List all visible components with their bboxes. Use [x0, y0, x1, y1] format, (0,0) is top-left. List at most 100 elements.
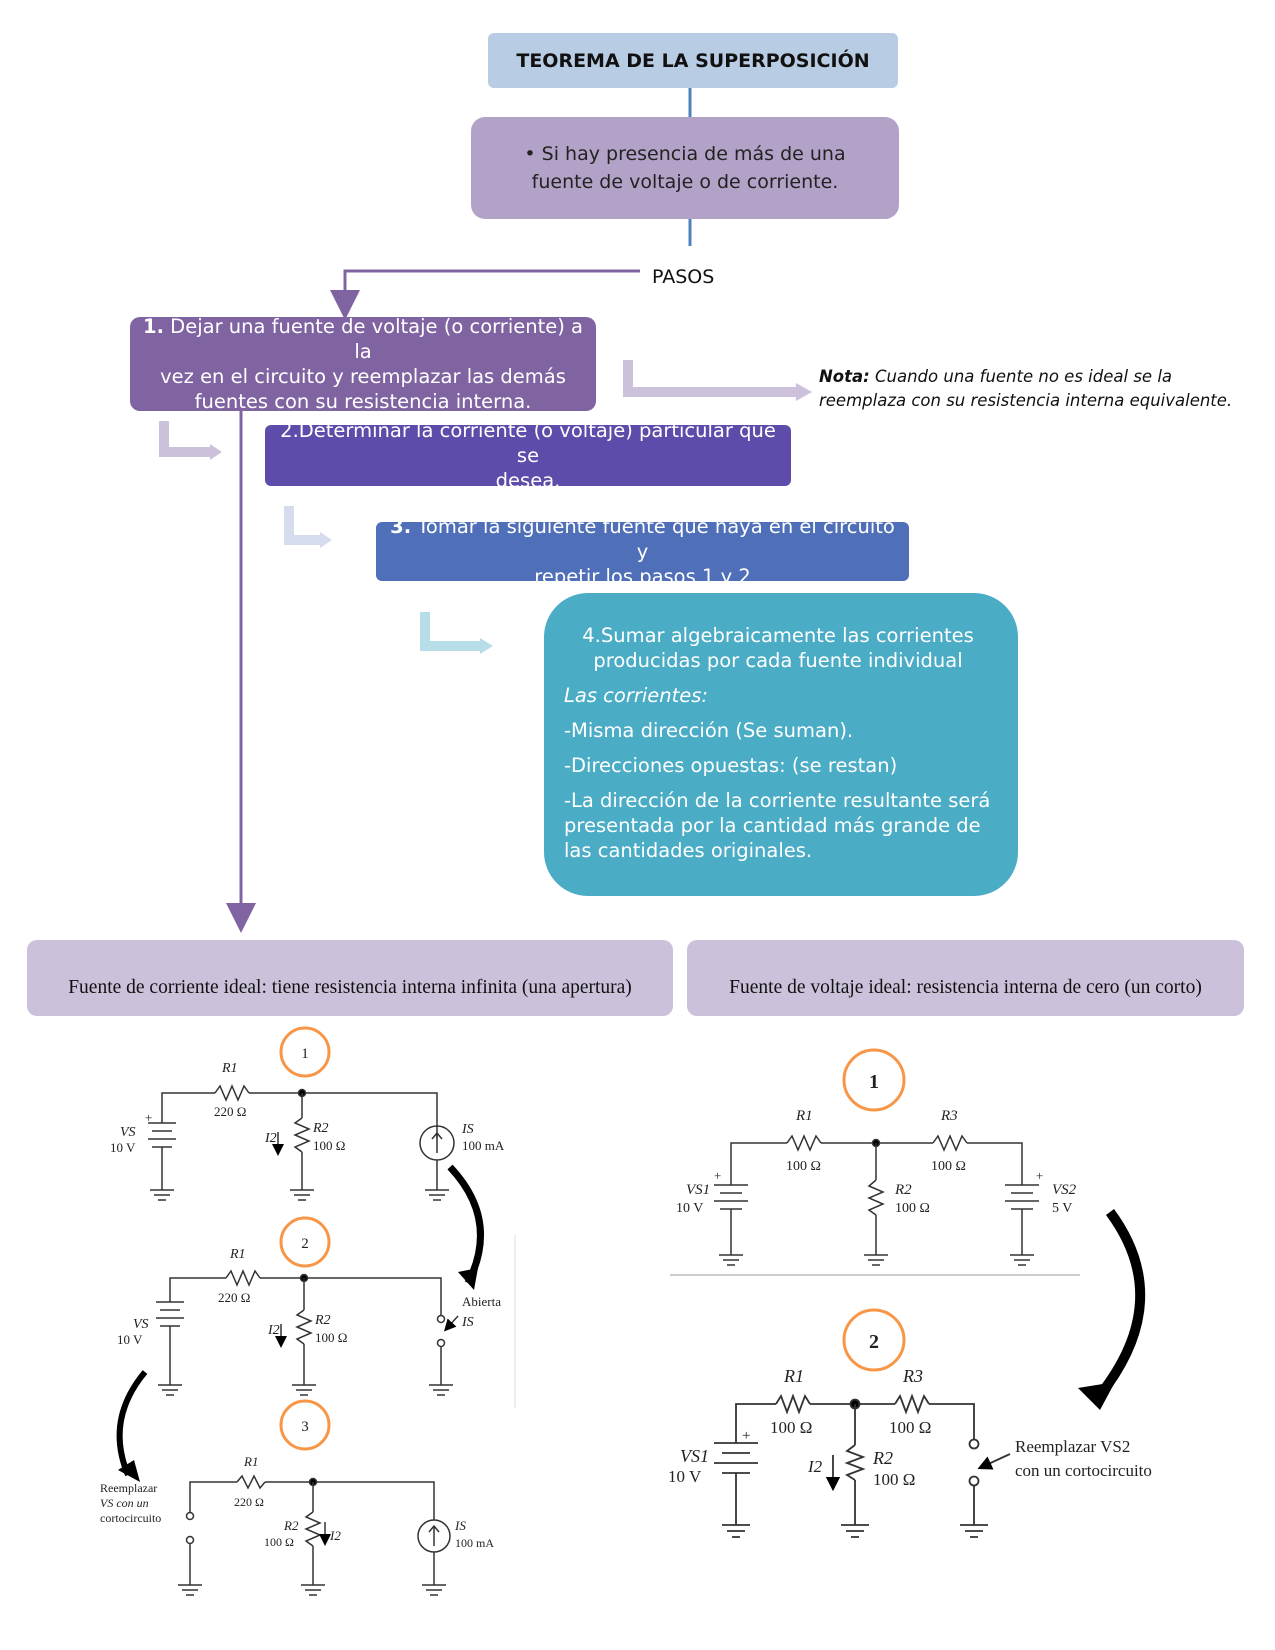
svg-text:Abierta: Abierta: [462, 1294, 501, 1309]
condition-line-1: • Si hay presencia de más de una: [524, 143, 846, 165]
svg-text:100 Ω: 100 Ω: [770, 1418, 812, 1437]
black-arrow-1-to-2: [447, 1164, 484, 1290]
svg-text:5 V: 5 V: [1052, 1201, 1072, 1216]
svg-text:100 Ω: 100 Ω: [786, 1159, 821, 1174]
step-1-line-3: fuentes con su resistencia interna.: [194, 390, 532, 413]
svg-text:100 Ω: 100 Ω: [313, 1138, 345, 1153]
step-1-line-1: 1. Dejar una fuente de voltaje (o corrie…: [143, 315, 583, 363]
svg-text:10 V: 10 V: [110, 1140, 136, 1155]
left-circuit-1: [148, 1026, 455, 1201]
left-circuit-1-labels: R1 220 Ω VS 10 V + R2 100 Ω I2 IS 100 mA…: [110, 1046, 505, 1155]
fuente-voltaje-box: Fuente de voltaje ideal: resistencia int…: [687, 940, 1244, 1016]
svg-text:VS: VS: [120, 1125, 136, 1140]
svg-text:100 Ω: 100 Ω: [873, 1470, 915, 1489]
nota-text: Nota: Cuando una fuente no es ideal se l…: [819, 365, 1259, 413]
step-4-item-1: -Misma dirección (Se suman).: [564, 719, 854, 742]
svg-text:+: +: [1036, 1168, 1043, 1183]
svg-text:10 V: 10 V: [668, 1467, 702, 1486]
svg-text:VS: VS: [133, 1317, 149, 1332]
svg-text:100 Ω: 100 Ω: [895, 1201, 930, 1216]
svg-text:R1: R1: [795, 1108, 813, 1124]
elbow-arrow-step3-step4: [420, 612, 493, 654]
elbow-arrow-step1-nota: [623, 360, 812, 401]
elbow-arrow-step2-step3: [284, 506, 332, 548]
step-4-box: 4.Sumar algebraicamente las corrientes p…: [544, 593, 1018, 896]
orange-step-circle-1: [279, 1026, 331, 1078]
svg-text:R2: R2: [314, 1313, 331, 1328]
svg-text:3: 3: [301, 1419, 309, 1435]
orange-step-circle-2: [279, 1216, 331, 1268]
step-4-heading: 4.Sumar algebraicamente las corrientes p…: [582, 624, 974, 672]
svg-text:+: +: [714, 1168, 721, 1183]
svg-text:I2: I2: [267, 1323, 280, 1338]
resistor-r2: [293, 1117, 311, 1153]
svg-text:10 V: 10 V: [117, 1332, 143, 1347]
fuente-corriente-box: Fuente de corriente ideal: tiene resiste…: [27, 940, 673, 1016]
svg-text:+: +: [742, 1428, 750, 1444]
svg-text:R3: R3: [902, 1366, 923, 1386]
svg-text:IS: IS: [461, 1122, 474, 1137]
resistor-r1: [214, 1084, 250, 1102]
pasos-label: PASOS: [652, 266, 715, 288]
svg-text:1: 1: [869, 1071, 879, 1093]
condition-box: • Si hay presencia de más de una fuente …: [471, 117, 899, 219]
condition-line-2: fuente de voltaje o de corriente.: [531, 171, 839, 193]
nota-body: Cuando una fuente no es ideal se la reem…: [819, 367, 1233, 410]
elbow-arrow-step1-step2: [159, 421, 222, 460]
svg-text:2: 2: [301, 1236, 309, 1252]
svg-text:R1: R1: [243, 1454, 258, 1469]
orange-step-circle-3: [279, 1399, 331, 1451]
svg-text:VS con un: VS con un: [100, 1496, 149, 1510]
black-arrow-2-to-3: [116, 1370, 148, 1482]
svg-text:1: 1: [301, 1046, 309, 1062]
step-2-box: 2.Determinar la corriente (o voltaje) pa…: [265, 419, 791, 492]
svg-text:R3: R3: [940, 1108, 958, 1124]
svg-text:100 Ω: 100 Ω: [889, 1418, 931, 1437]
svg-text:IS: IS: [454, 1518, 466, 1533]
svg-text:VS1: VS1: [680, 1446, 709, 1466]
step-3-box: 3. Tomar la siguiente fuente que haya en…: [376, 515, 909, 588]
svg-text:VS2: VS2: [1052, 1182, 1077, 1198]
step-4-item-3: -La dirección de la corriente resultante…: [564, 789, 991, 862]
orange-step-circle-r1: [842, 1048, 906, 1112]
step-4-item-2: -Direcciones opuestas: (se restan): [564, 754, 898, 777]
svg-text:R2: R2: [872, 1448, 893, 1468]
svg-text:I2: I2: [329, 1528, 341, 1543]
svg-text:+: +: [145, 1110, 152, 1125]
left-circuit-2-labels: R1 220 Ω VS 10 V R2 100 Ω I2 Abierta IS …: [117, 1236, 501, 1347]
step-2-line-2: desea.: [495, 469, 561, 492]
svg-text:100 mA: 100 mA: [462, 1138, 505, 1153]
svg-text:10 V: 10 V: [676, 1201, 703, 1216]
step-3-line-1: 3. Tomar la siguiente fuente que haya en…: [390, 515, 895, 563]
svg-text:220 Ω: 220 Ω: [234, 1495, 264, 1509]
left-circuit-3: [178, 1399, 451, 1596]
svg-text:100 Ω: 100 Ω: [315, 1330, 347, 1345]
step-1-line-2: vez en el circuito y reemplazar las demá…: [160, 365, 566, 388]
svg-text:cortocircuito: cortocircuito: [100, 1511, 161, 1525]
left-circuit-3-labels: R1 220 Ω R2 100 Ω I2 IS 100 mA Reemplaza…: [100, 1419, 494, 1550]
right-circuit-2: [714, 1308, 1011, 1538]
nota-label: Nota:: [819, 367, 870, 386]
svg-text:100 Ω: 100 Ω: [264, 1535, 294, 1549]
svg-text:con un cortocircuito: con un cortocircuito: [1015, 1461, 1152, 1480]
left-circuit-2: [156, 1216, 459, 1396]
svg-text:VS1: VS1: [686, 1182, 710, 1198]
step-4-subtitle: Las corrientes:: [564, 684, 709, 707]
svg-text:R1: R1: [221, 1061, 238, 1076]
right-circuit-1-labels: R1 100 Ω R3 100 Ω R2 100 Ω VS1 10 V VS2 …: [676, 1071, 1077, 1216]
svg-text:100 mA: 100 mA: [455, 1536, 494, 1550]
connector-pasos-step1: [330, 269, 640, 320]
title-box: TEOREMA DE LA SUPERPOSICIÓN: [488, 33, 898, 88]
svg-text:R1: R1: [783, 1366, 804, 1386]
svg-text:IS: IS: [461, 1315, 474, 1330]
svg-text:100 Ω: 100 Ω: [931, 1159, 966, 1174]
page-title: TEOREMA DE LA SUPERPOSICIÓN: [516, 49, 870, 72]
svg-text:2: 2: [869, 1331, 879, 1353]
svg-text:Reemplazar: Reemplazar: [100, 1481, 157, 1495]
svg-text:R2: R2: [283, 1518, 299, 1533]
current-source-is: [419, 1125, 455, 1161]
black-arrow-right-1-to-2: [1078, 1209, 1146, 1410]
svg-text:I2: I2: [807, 1457, 823, 1476]
right-circuit-2-labels: R1 100 Ω R3 100 Ω R2 100 Ω I2 VS1 10 V +…: [668, 1331, 1152, 1489]
